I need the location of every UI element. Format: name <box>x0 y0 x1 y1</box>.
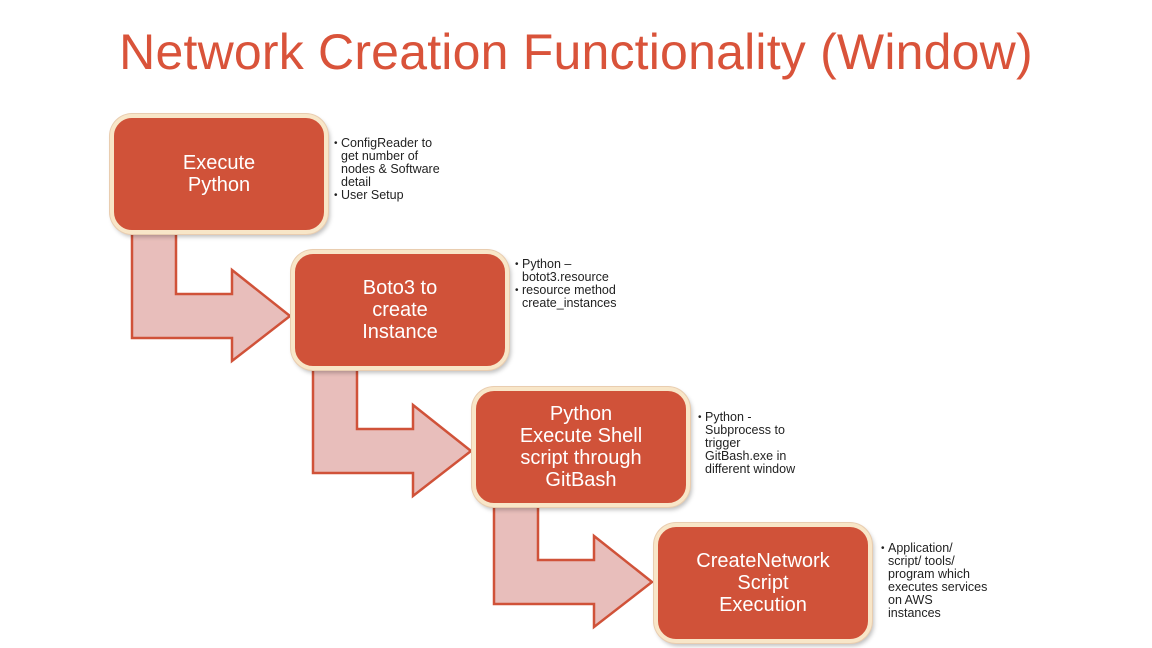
step-label: Execute Python <box>182 152 256 196</box>
note-item: resource method create_instances <box>515 284 675 310</box>
step-label: Boto3 to create Instance <box>362 277 438 343</box>
step-label: Python Execute Shell script through GitB… <box>519 403 643 491</box>
note-item: Python - Subprocess to trigger GitBash.e… <box>698 411 848 476</box>
note-item: ConfigReader to get number of nodes & So… <box>334 137 504 189</box>
step-notes: Application/ script/ tools/ program whic… <box>881 542 1041 620</box>
flow-arrow-3 <box>492 504 655 630</box>
page-title: Network Creation Functionality (Window) <box>119 24 1033 80</box>
step-notes: Python - Subprocess to trigger GitBash.e… <box>698 411 848 476</box>
step-box-createnetwork-execution: CreateNetwork Script Execution <box>654 523 872 643</box>
flow-arrow-1 <box>130 231 293 364</box>
step-box-boto3-create-instance: Boto3 to create Instance <box>291 250 509 370</box>
step-label: CreateNetwork Script Execution <box>696 550 830 616</box>
step-box-execute-python: Execute Python <box>110 114 328 234</box>
note-item: Application/ script/ tools/ program whic… <box>881 542 1041 620</box>
note-item: Python – botot3.resource <box>515 258 675 284</box>
step-box-execute-shell-gitbash: Python Execute Shell script through GitB… <box>472 387 690 507</box>
step-notes: ConfigReader to get number of nodes & So… <box>334 137 504 203</box>
note-item: User Setup <box>334 189 504 203</box>
flow-arrow-2 <box>311 366 474 499</box>
step-notes: Python – botot3.resource resource method… <box>515 258 675 310</box>
